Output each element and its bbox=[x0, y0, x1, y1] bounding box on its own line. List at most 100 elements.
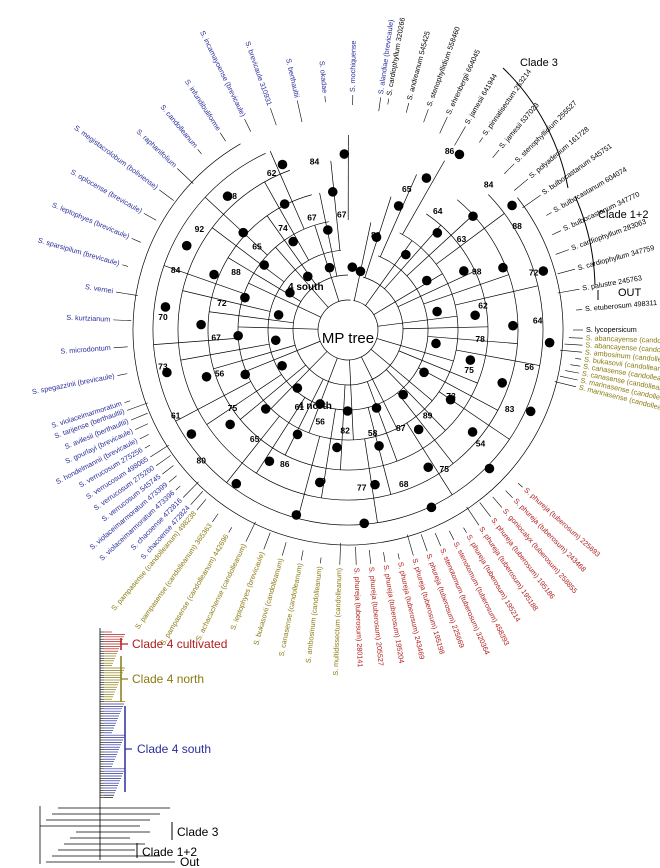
supported-node-dot bbox=[454, 149, 465, 160]
supported-node-dot bbox=[314, 477, 325, 488]
supported-node-dot bbox=[413, 424, 424, 435]
bootstrap-value: 65 bbox=[252, 242, 262, 252]
tip-branch bbox=[113, 319, 132, 321]
supported-node-dot bbox=[426, 502, 437, 513]
inset-out-label: Out bbox=[180, 855, 200, 868]
supported-node-dot bbox=[160, 302, 171, 312]
tip-branch bbox=[197, 149, 202, 155]
bootstrap-value: 70 bbox=[158, 312, 168, 322]
tip-branch bbox=[479, 502, 491, 517]
tip-branch bbox=[479, 137, 484, 143]
bootstrap-value: 73 bbox=[446, 391, 456, 401]
bootstrap-value: 92 bbox=[195, 224, 205, 234]
internal-branch bbox=[330, 160, 341, 251]
bootstrap-value: 62 bbox=[478, 300, 488, 310]
supported-node-dot bbox=[355, 266, 366, 277]
tip-branch bbox=[439, 116, 448, 134]
supported-node-dot bbox=[497, 377, 508, 388]
internal-branch bbox=[406, 214, 474, 277]
internal-branch bbox=[402, 326, 488, 330]
supported-node-dot bbox=[398, 389, 409, 400]
supported-node-dot bbox=[470, 310, 480, 321]
internal-branch bbox=[377, 315, 458, 327]
supported-node-dot bbox=[465, 355, 476, 365]
tip-label-other: S. lycopersicum bbox=[586, 325, 637, 334]
tip-branch bbox=[124, 400, 131, 403]
bootstrap-value: 98 bbox=[472, 266, 482, 276]
supported-node-dot bbox=[342, 406, 353, 416]
tip-branch bbox=[150, 444, 169, 458]
tip-branch bbox=[554, 381, 577, 388]
tip-branch bbox=[177, 168, 194, 184]
supported-node-dot bbox=[359, 518, 370, 529]
internal-branch bbox=[212, 227, 285, 283]
bootstrap-value: 65 bbox=[402, 184, 412, 194]
supported-node-dot bbox=[292, 383, 303, 393]
bootstrap-value: 78 bbox=[475, 334, 485, 344]
bootstrap-value: 80 bbox=[196, 456, 206, 466]
supported-node-dot bbox=[225, 419, 235, 430]
tip-branch bbox=[281, 542, 287, 556]
tree-arc bbox=[317, 299, 379, 361]
inset-clade-4-cultivated-label: Clade 4 cultivated bbox=[132, 637, 227, 651]
supported-node-dot bbox=[291, 510, 302, 520]
outgroup-label: OUT bbox=[618, 287, 642, 299]
tip-branch bbox=[466, 506, 480, 526]
supported-node-dot bbox=[277, 159, 288, 170]
tip-branch bbox=[196, 499, 207, 511]
internal-branch bbox=[361, 356, 398, 429]
supported-node-dot bbox=[467, 427, 478, 437]
bootstrap-value: 87 bbox=[396, 423, 406, 433]
internal-branch bbox=[245, 340, 321, 372]
tip-label-cultivated: S. phureja (tuberosum) 205527 bbox=[367, 566, 386, 666]
supported-node-dot bbox=[371, 232, 382, 243]
bootstrap-value: 84 bbox=[310, 156, 320, 166]
tip-branch bbox=[423, 109, 429, 123]
internal-branch bbox=[455, 285, 539, 306]
tree-arc bbox=[207, 194, 489, 471]
tip-branch bbox=[175, 485, 181, 491]
bootstrap-value: 89 bbox=[423, 411, 433, 421]
supported-node-dot bbox=[209, 269, 219, 280]
tip-branch bbox=[155, 455, 172, 466]
bootstrap-value: 72 bbox=[529, 267, 539, 277]
bootstrap-value: 89 bbox=[316, 476, 326, 486]
tip-branch bbox=[162, 465, 174, 475]
tip-label-other: S. andreanum 545425 bbox=[405, 30, 432, 101]
tip-branch bbox=[514, 178, 529, 191]
internal-branch bbox=[314, 225, 340, 302]
bootstrap-value: 86 bbox=[280, 459, 290, 469]
supported-node-dot bbox=[538, 266, 549, 276]
internal-branch bbox=[204, 197, 268, 256]
inset-clade-4-south-label: Clade 4 south bbox=[137, 742, 211, 756]
bootstrap-value: 61 bbox=[295, 402, 305, 412]
internal-branch bbox=[275, 247, 329, 308]
internal-branch bbox=[175, 381, 251, 422]
tip-branch bbox=[505, 490, 513, 498]
clade-3-label: Clade 3 bbox=[520, 57, 558, 69]
bootstrap-value: 77 bbox=[357, 483, 367, 493]
bootstrap-value: 80 bbox=[371, 230, 381, 240]
tip-branch bbox=[565, 370, 580, 374]
bootstrap-value: 67 bbox=[307, 212, 317, 222]
internal-branch bbox=[240, 364, 306, 420]
supported-node-dot bbox=[270, 335, 281, 346]
tip-label-south: S. berthaultii bbox=[284, 58, 302, 99]
supported-node-dot bbox=[423, 462, 434, 473]
bootstrap-value: 73 bbox=[158, 362, 168, 372]
internal-branch bbox=[209, 311, 294, 324]
tip-branch bbox=[383, 552, 386, 563]
inset-clade-3-label: Clade 3 bbox=[177, 825, 219, 839]
bootstrap-value: 74 bbox=[278, 223, 288, 233]
tip-branch bbox=[570, 364, 581, 367]
supported-node-dot bbox=[419, 367, 429, 378]
tip-branch bbox=[463, 527, 467, 534]
supported-node-dot bbox=[508, 320, 518, 331]
tip-label-south: S. raphanifolium bbox=[135, 127, 179, 169]
supported-node-dot bbox=[285, 287, 295, 298]
bootstrap-value: 67 bbox=[337, 210, 347, 220]
internal-branch bbox=[226, 415, 280, 483]
supported-node-dot bbox=[201, 371, 212, 382]
supported-node-dot bbox=[339, 149, 350, 159]
internal-branch bbox=[423, 274, 509, 305]
